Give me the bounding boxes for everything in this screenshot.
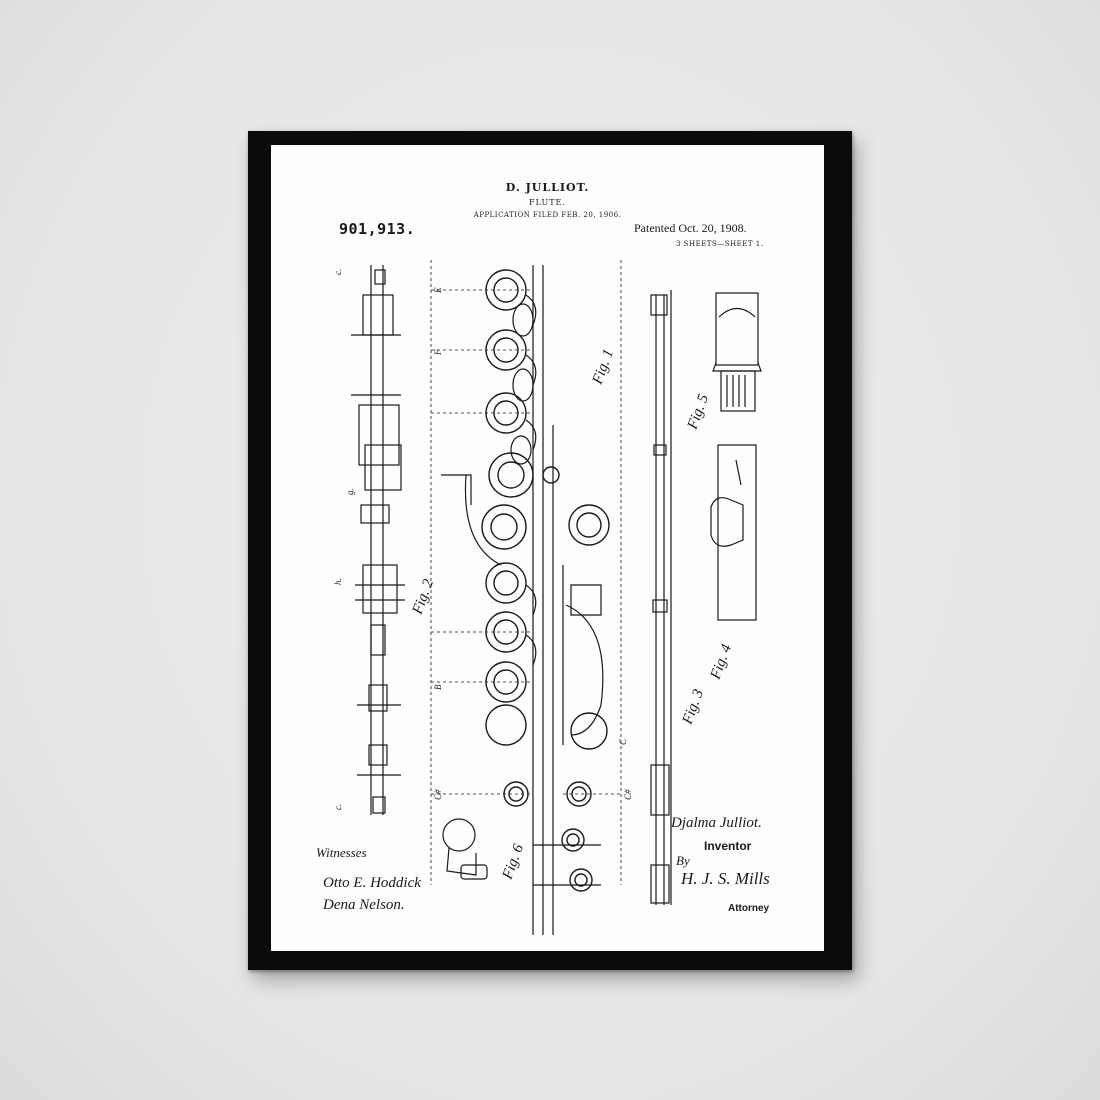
witness-signature-1: Otto E. Hoddick [323, 875, 421, 891]
label-fig-6: Fig. 6 [499, 842, 527, 883]
patented-date: Patented Oct. 20, 1908. [634, 221, 747, 235]
inventor-label: Inventor [704, 839, 752, 853]
patent-number: 901,913. [339, 220, 416, 238]
part-c-sharp-right: C# [623, 789, 633, 800]
part-b: B [433, 684, 443, 690]
application-filed-date: APPLICATION FILED FEB. 20, 1906. [473, 211, 622, 219]
attorney-signature: H. J. S. Mills [681, 869, 770, 888]
fig4-tube-ring [710, 444, 757, 621]
fig3-side-view [650, 290, 672, 905]
part-c-sharp: C# [433, 789, 443, 800]
label-fig-2: Fig. 2 [409, 577, 437, 618]
fig6-key-detail [442, 818, 488, 880]
inventor-signature: Djalma Julliot. [671, 815, 762, 831]
label-fig-1: Fig. 1 [589, 347, 617, 387]
part-f: F [433, 349, 443, 356]
fig5-tube-section [712, 292, 762, 412]
part-c-right: C [618, 738, 628, 745]
fig2-side-view [351, 265, 405, 815]
witnesses-label: Witnesses [316, 845, 367, 860]
by-label: By [676, 853, 690, 868]
part-h: h. [333, 578, 343, 585]
attorney-label: Attorney [728, 903, 770, 914]
part-e: E [433, 287, 443, 294]
part-c-bottom: c. [333, 804, 343, 810]
flute-patent-drawing: Fig. 1 Fig. 2 Fig. 3 Fig. 4 Fig. 5 Fig. … [333, 260, 762, 935]
label-fig-4: Fig. 4 [707, 642, 735, 683]
part-g: g. [345, 488, 355, 495]
inventor-name-heading: D. JULLIOT. [505, 181, 590, 194]
patent-print: Fig. 1 Fig. 2 Fig. 3 Fig. 4 Fig. 5 Fig. … [271, 145, 824, 951]
patent-subject: FLUTE. [529, 198, 566, 207]
part-c-top: c. [333, 269, 343, 275]
label-fig-3: Fig. 3 [679, 687, 707, 727]
witness-signature-2: Dena Nelson. [323, 897, 405, 913]
sheet-count: 3 SHEETS—SHEET 1. [676, 240, 764, 248]
label-fig-5: Fig. 5 [684, 392, 712, 433]
fig1-key-mechanism [441, 265, 610, 935]
